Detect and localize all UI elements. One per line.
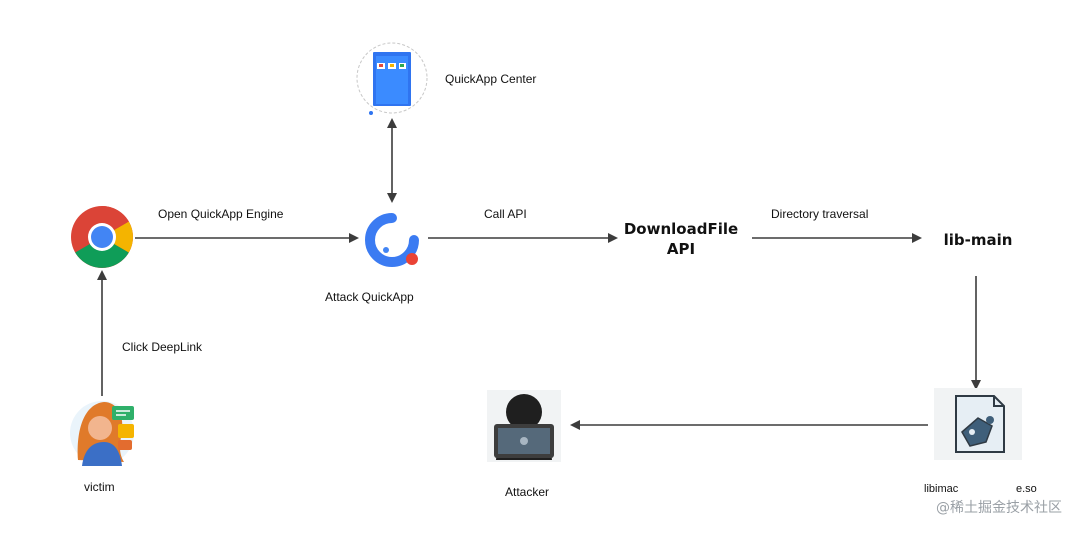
quickapp-center-icon (356, 42, 428, 115)
downloadfile-label: DownloadFile (623, 220, 739, 238)
downloadfile-api-node: DownloadFile API (618, 219, 744, 259)
quickapp-center-label: QuickApp Center (445, 72, 537, 86)
attacker-icon (487, 390, 561, 462)
victim-icon (70, 401, 134, 466)
so-file-label-left: libimac (924, 483, 959, 495)
attacker-label: Attacker (505, 485, 550, 499)
directory-traversal-label: Directory traversal (771, 207, 869, 221)
click-deeplink-label: Click DeepLink (122, 340, 203, 354)
so-file-icon (934, 388, 1022, 460)
downloadfile-api-label: API (666, 240, 696, 258)
chrome-icon (71, 206, 133, 268)
open-engine-label: Open QuickApp Engine (158, 207, 284, 221)
call-api-label: Call API (484, 207, 527, 221)
quickapp-engine-icon (365, 213, 419, 267)
attack-quickapp-label: Attack QuickApp (325, 290, 414, 304)
watermark: @稀土掘金技术社区 (936, 500, 1062, 516)
lib-main-label: lib-main (943, 231, 1013, 249)
victim-label: victim (84, 480, 115, 494)
so-file-label-right: e.so (1016, 483, 1037, 495)
